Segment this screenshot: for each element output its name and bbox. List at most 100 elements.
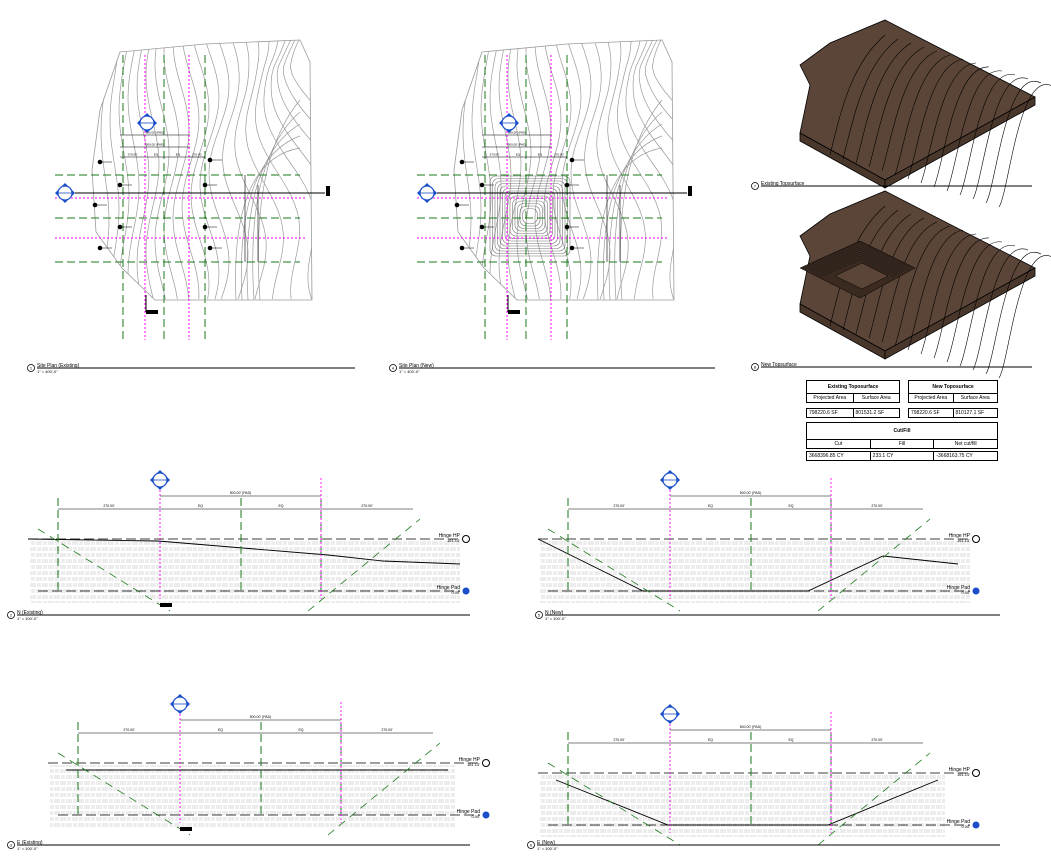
level-value: 161.14' — [447, 538, 460, 543]
earth-hatch — [30, 541, 460, 603]
graded-pad-contour — [502, 188, 558, 244]
view-number-circle — [7, 611, 15, 619]
view-number: 3 — [10, 843, 13, 848]
topo-contour — [881, 50, 938, 172]
view-title-text: Existing Topsurface — [761, 181, 804, 187]
topo-side — [884, 267, 1036, 360]
view-number-circle — [389, 364, 397, 372]
contour-line — [199, 40, 220, 300]
topo-contour — [907, 58, 964, 180]
contour-line — [507, 40, 522, 300]
contour-line — [255, 40, 300, 300]
new-toposurface-3d-view[interactable] — [799, 190, 1051, 379]
section-marker-icon[interactable] — [137, 113, 157, 133]
dimension-text: 270.00' — [871, 738, 883, 742]
contour-line — [561, 40, 582, 300]
slope-line — [307, 518, 421, 612]
section-marker-icon[interactable] — [499, 113, 519, 133]
existing-toposurface-3d-view[interactable] — [799, 19, 1051, 208]
dimension-text: EQ — [176, 153, 181, 157]
pad-slope-line — [804, 243, 911, 270]
view-title-text: N (Existing) — [17, 610, 43, 616]
section-marker-icon[interactable] — [170, 694, 190, 714]
pad-slope-line — [814, 253, 901, 275]
site-boundary — [453, 39, 675, 301]
dimension-text: EQ — [218, 728, 223, 732]
view-title-text: N (New) — [545, 610, 564, 616]
graded-pad-contour — [517, 203, 543, 229]
dimension-text: 270.00' — [192, 153, 202, 157]
view-scale: 1" = 400'-0" — [399, 369, 420, 374]
graded-pad-contour — [504, 190, 556, 242]
pad-slope-line — [806, 245, 909, 271]
topo-contour — [868, 46, 925, 168]
section-marker-icon[interactable] — [660, 704, 680, 724]
view-title-text: Site Plan (Existing) — [37, 363, 80, 369]
contour-line — [620, 99, 663, 300]
dimension-text: 270.00' — [871, 504, 883, 508]
contour-line — [127, 40, 140, 300]
dimension-text: 270.00' — [361, 504, 373, 508]
contour-line — [234, 40, 267, 300]
level-value: 0.00' — [961, 824, 970, 829]
contour-line — [543, 40, 562, 299]
dimension-text: 270.00' — [128, 153, 138, 157]
dimension-text: 500.00' (PAD) — [230, 491, 252, 495]
schedule-title: Existing Toposurface — [807, 381, 899, 394]
level-name: Hinge HP — [949, 767, 971, 773]
dimension-text: 270.00' — [103, 504, 115, 508]
level-head-icon — [482, 759, 490, 767]
dimension-text: 270.00' — [381, 728, 393, 732]
dimension-text: 270.00' — [554, 153, 564, 157]
contour-line — [525, 40, 542, 300]
section-head — [326, 186, 330, 196]
contour-line — [109, 40, 120, 300]
dimension-text: 500.00' (PAD) — [508, 143, 527, 147]
dimension-text: 500.00' (PAD) — [250, 715, 272, 719]
section-marker-icon[interactable] — [660, 470, 680, 490]
view-number: 8 — [754, 365, 757, 370]
earth-hatch — [50, 765, 455, 827]
section-marker-icon[interactable] — [55, 183, 75, 203]
level-head-icon — [972, 587, 980, 595]
topo-contour — [959, 74, 1016, 196]
section-head — [508, 310, 520, 314]
dimension-text: 270.00' — [123, 728, 135, 732]
dimension-text: 270.00' — [613, 504, 625, 508]
contour-line — [480, 40, 492, 300]
view-scale: 1" = 100'-0" — [545, 616, 566, 621]
contour-line — [632, 40, 674, 300]
column-header: Projected Area — [909, 394, 954, 402]
pad-slope-line — [810, 249, 905, 273]
dimension-text: 500.00' (PAD) — [740, 725, 762, 729]
section-marker-icon[interactable] — [417, 183, 437, 203]
pad-slope-line — [812, 251, 903, 274]
graded-pad-contour — [509, 195, 551, 237]
surface-area: 801531.2 SF — [855, 410, 885, 416]
site-boundary — [91, 39, 313, 301]
slope-line — [547, 528, 681, 612]
contour-line — [584, 40, 611, 300]
graded-pad-contour — [519, 205, 541, 227]
slope-line — [327, 742, 441, 836]
cut-value: 3668396.85 CY — [807, 452, 871, 460]
contour-line — [638, 40, 674, 300]
section-marker-icon[interactable] — [150, 470, 170, 490]
contours — [462, 40, 674, 300]
contour-line — [283, 40, 312, 300]
contour-line — [625, 40, 674, 300]
contour-line — [118, 40, 130, 300]
